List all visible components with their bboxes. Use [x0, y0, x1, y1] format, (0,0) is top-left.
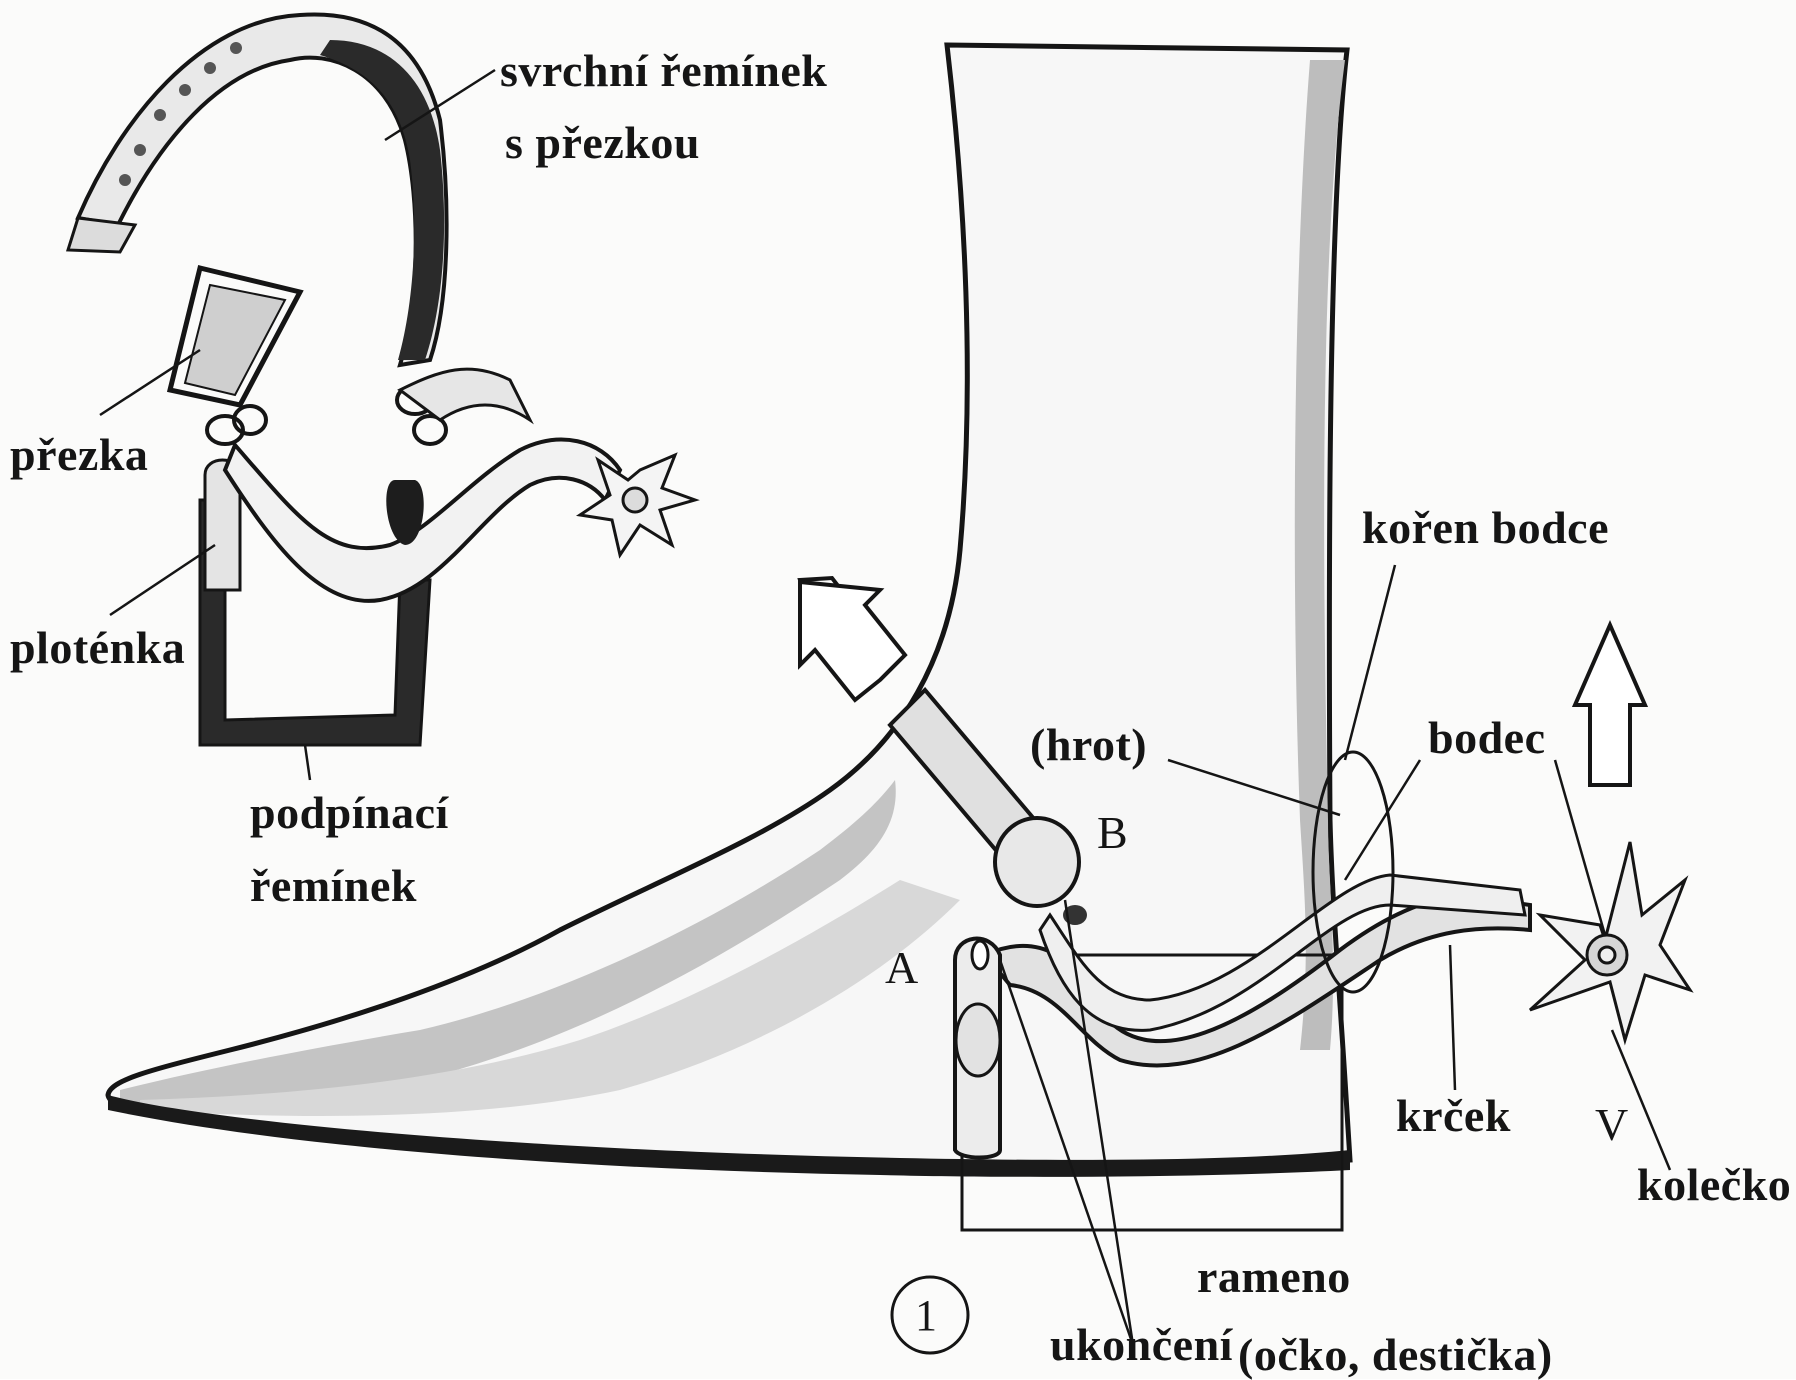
label-svrchni-reminek-1: svrchní řemínek [500, 48, 827, 94]
arrow-up-left-shape [800, 582, 905, 700]
label-prezka: přezka [10, 432, 148, 478]
label-figure-number: 1 [915, 1294, 938, 1338]
label-svrchni-reminek-2: s přezkou [505, 120, 700, 166]
strap-buckle-oval [995, 818, 1079, 906]
spur-body [225, 440, 620, 601]
label-letter-a: A [885, 945, 919, 991]
label-hrot: (hrot) [1030, 722, 1147, 768]
label-ukonceni: ukončení [1050, 1322, 1233, 1368]
label-podpinaci-1: podpínací [250, 790, 449, 836]
label-ocko-desticka: (očko, destička) [1238, 1332, 1553, 1378]
rowel-icon [1530, 842, 1690, 1040]
label-krcek: krček [1396, 1093, 1511, 1139]
label-letter-v: V [1595, 1102, 1629, 1148]
label-podpinaci-2: řemínek [250, 863, 417, 909]
label-koren-bodce: kořen bodce [1362, 505, 1609, 551]
label-kolecko: kolečko [1637, 1162, 1791, 1208]
arrow-up-shape [1575, 625, 1645, 785]
strap-tip [68, 218, 135, 252]
label-plotenka: ploténka [10, 625, 185, 671]
label-bodec: bodec [1428, 715, 1546, 761]
label-letter-b: B [1097, 810, 1128, 856]
label-rameno: rameno [1197, 1254, 1351, 1300]
